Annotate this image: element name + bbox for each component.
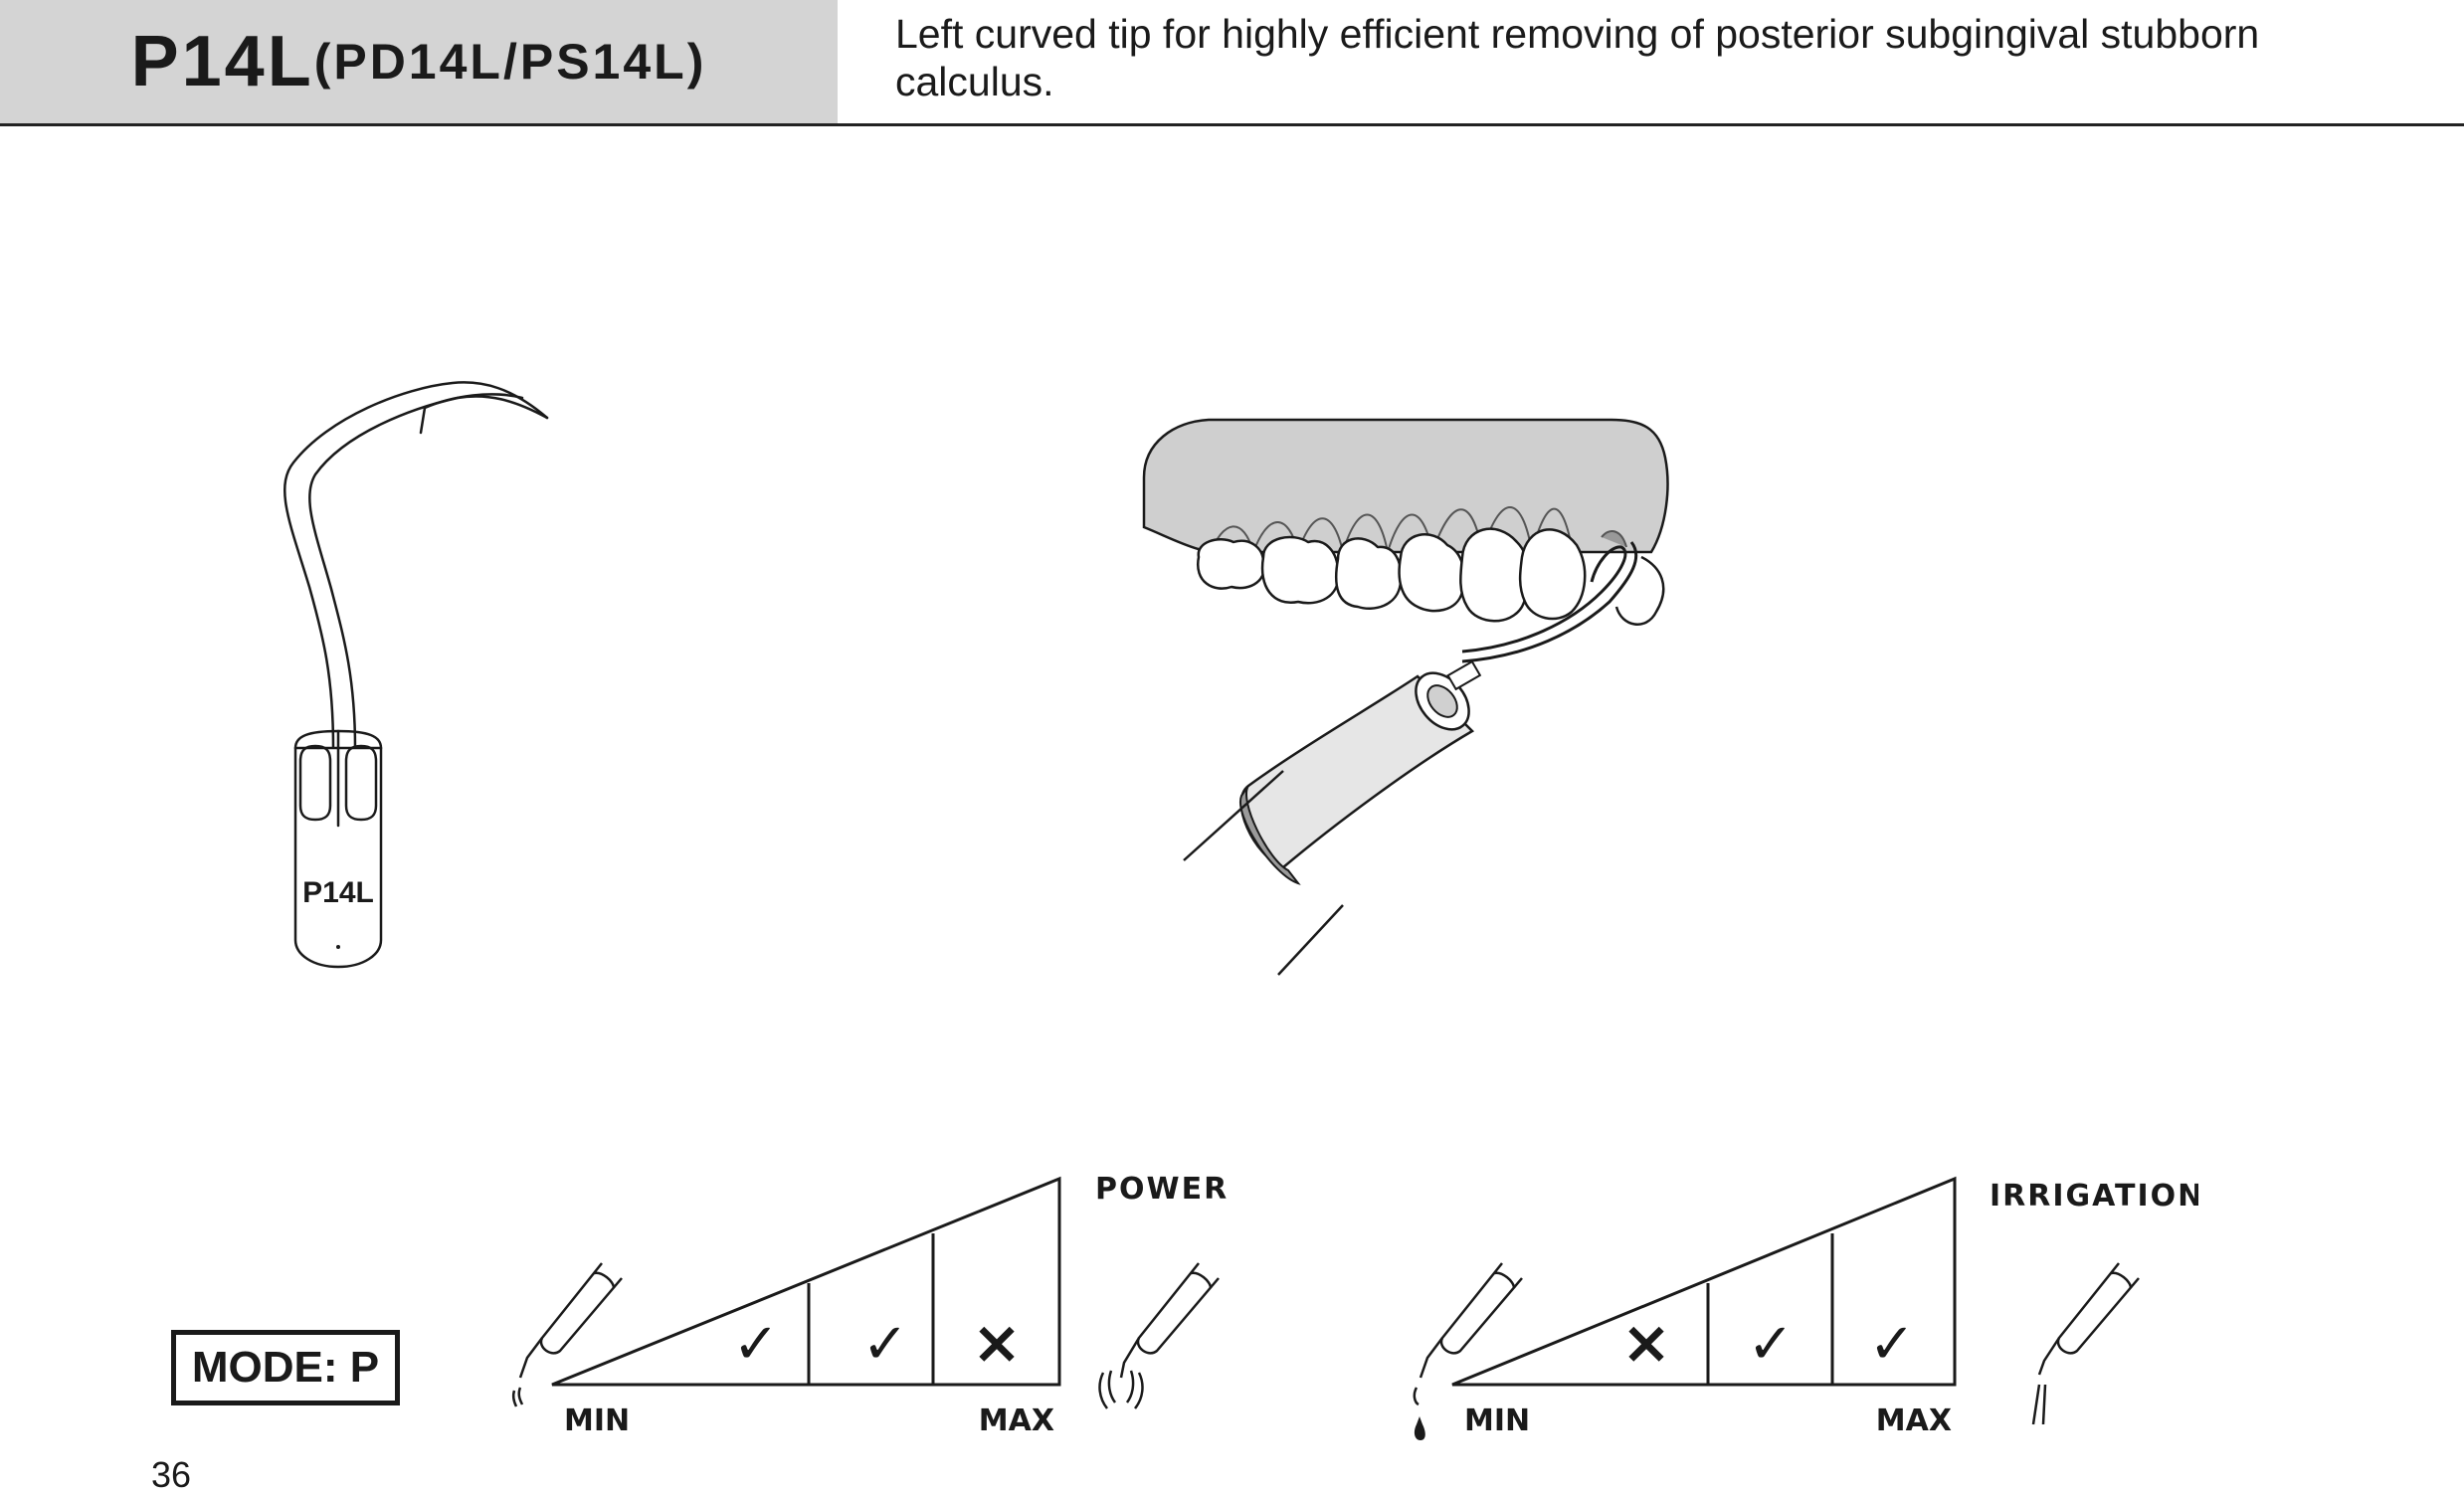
power-title: POWER [1095,1172,1229,1207]
low-irrigation-handpiece-icon [1413,1262,1523,1406]
power-mark-2: ✓ [862,1312,909,1377]
irrigation-min-label: MIN [1464,1403,1530,1438]
tip-description: Left curved tip for highly efficient rem… [895,11,2260,104]
tip-illustration: P14L [284,381,549,969]
tip-engraving: P14L [302,876,374,909]
irrigation-scale: × ✓ ✓ MIN MAX IRRIGATION [1413,1176,2198,1440]
irrigation-mark-3: ✓ [1869,1312,1916,1377]
header-divider [0,123,2464,126]
power-min-label: MIN [564,1403,630,1438]
power-mark-3: × [972,1308,1022,1378]
high-power-handpiece-icon [1098,1262,1220,1409]
irrigation-mark-1: × [1621,1308,1671,1378]
power-wedge [551,1176,1061,1387]
high-irrigation-handpiece-icon [2031,1262,2140,1425]
power-max-label: MAX [979,1403,1054,1438]
title-box: P14L(PD14L/PS14L) [0,0,838,123]
teeth-illustration [1142,418,1669,976]
irrigation-mark-2: ✓ [1748,1312,1795,1377]
page-number: 36 [151,1454,192,1495]
mode-label-box: MODE: P [171,1330,400,1405]
irrigation-max-label: MAX [1876,1403,1952,1438]
low-power-handpiece-icon [511,1262,623,1407]
power-mark-1: ✓ [733,1312,780,1377]
irrigation-title: IRRIGATION [1990,1179,2198,1214]
model-variants: (PD14L/PS14L) [313,34,707,90]
irrigation-wedge [1451,1176,1957,1387]
model-title: P14L [130,22,314,101]
mode-label: MODE: P [191,1343,380,1392]
power-scale: ✓ ✓ × MIN MAX POWER [511,1172,1229,1438]
